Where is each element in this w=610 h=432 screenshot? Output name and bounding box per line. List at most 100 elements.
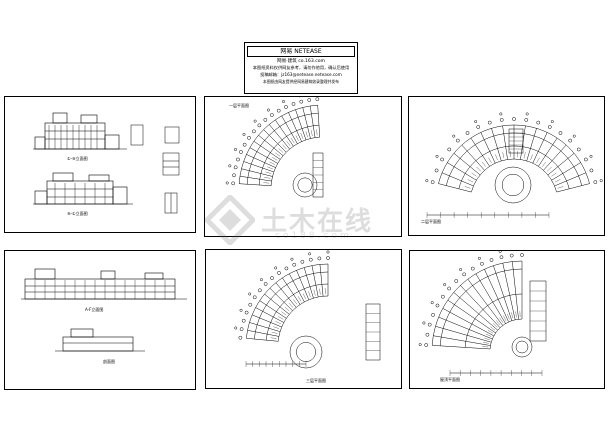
axis-bubble (248, 302, 253, 307)
axis-bubble (253, 119, 257, 123)
axis-bubble (435, 154, 439, 158)
axis-bubble (589, 168, 594, 173)
drawing-sheet-plan-1[interactable]: 一层平面图 (204, 96, 402, 237)
plan-linework (234, 250, 381, 369)
plan-linework (418, 251, 547, 376)
axis-bubble (558, 131, 563, 135)
plan-caption: 一层平面图 (229, 103, 249, 108)
axis-bubble (447, 147, 452, 152)
axis-bubble (434, 168, 439, 173)
axis-bubble (593, 180, 598, 184)
axis-bubble (489, 258, 494, 262)
axis-bubble (568, 138, 573, 143)
drawing-sheet-roof-plan[interactable]: 屋顶平面图 (409, 250, 605, 389)
elevation-building-1 (33, 112, 127, 150)
caption-2: ⑨-①立面图 (67, 210, 88, 216)
axis-bubble (550, 120, 554, 124)
axis-bubble (430, 180, 435, 184)
fan-plan-drawing (425, 112, 603, 218)
title-block-site: 网易·建筑 co.163.com (276, 59, 326, 64)
axis-bubble (270, 276, 274, 280)
axis-bubble (524, 118, 529, 122)
axis-bubble (476, 125, 481, 129)
title-block-email: 投稿邮箱：jz163@netease.netease.com (260, 72, 342, 77)
drawing-sheet-elevations-a[interactable]: ①-⑨立面图 ⑨-①立面图 (4, 96, 196, 233)
axis-bubble (498, 251, 502, 253)
axis-bubble (292, 262, 297, 267)
axis-bubble (242, 142, 247, 147)
title-block-brand: 网易 NETEASE (247, 46, 355, 57)
axis-bubble (424, 343, 429, 347)
axis-bubble (241, 318, 246, 323)
axis-bubble (242, 132, 246, 136)
axis-bubble (525, 112, 529, 116)
axis-bubble (247, 135, 251, 140)
axis-bubble (239, 150, 243, 154)
plan-caption: 屋顶平面图 (440, 377, 460, 382)
axis-bubble (239, 308, 243, 312)
axis-bubble (487, 120, 492, 125)
axis-bubble (248, 292, 252, 296)
axis-bubble (418, 343, 422, 347)
axis-bubble (454, 279, 459, 283)
axis-bubble (326, 250, 330, 254)
drawing-sheet-plan-2[interactable]: 二层平面图 (408, 96, 605, 236)
axis-bubble (499, 255, 504, 260)
axis-bubble (499, 118, 504, 122)
axis-bubble (315, 97, 320, 102)
title-block: 网易 NETEASE 网易·建筑 co.163.com 本图纸资料仅供网友参考，… (244, 42, 358, 94)
axis-bubble (238, 335, 243, 340)
axis-bubble (308, 257, 313, 262)
axis-bubble (520, 253, 524, 257)
axis-bubble (474, 120, 478, 124)
axis-bubble (462, 272, 467, 277)
fan-plan-drawing (418, 251, 547, 376)
axis-bubble (431, 313, 435, 317)
axis-bubble (276, 108, 281, 113)
axis-bubble (277, 271, 281, 275)
axis-bubble (252, 295, 257, 300)
axis-bubble (284, 105, 288, 109)
axis-bubble (443, 283, 447, 287)
axis-bubble (290, 257, 294, 261)
axis-bubble (234, 326, 238, 330)
axis-bubble (430, 301, 434, 305)
axis-bubble (422, 321, 426, 325)
drawing-sheet-plan-3[interactable]: 三层平面图 (205, 249, 402, 389)
title-block-footer: 本图纸由网友提供经网易建筑收录整理并发布 (263, 79, 339, 84)
detail-drawings (130, 124, 180, 214)
axis-bubble (284, 266, 289, 271)
axis-bubble (427, 322, 432, 327)
axis-bubble (259, 278, 263, 282)
axis-bubble (232, 173, 236, 178)
plan-linework (225, 97, 324, 198)
axis-bubble (257, 288, 262, 293)
axis-bubble (326, 256, 330, 260)
axis-bubble (282, 100, 285, 103)
plan-caption: 二层平面图 (421, 219, 441, 224)
axis-bubble (447, 286, 451, 291)
drawing-sheet-elevations-b[interactable]: A-F立面图 剖面图 (4, 250, 196, 390)
axis-bubble (435, 303, 440, 308)
axis-bubble (452, 134, 456, 138)
plan-linework (425, 112, 603, 218)
axis-bubble (480, 261, 484, 266)
axis-bubble (291, 102, 296, 106)
axis-bubble (576, 147, 581, 152)
axis-bubble (269, 113, 274, 117)
axis-bubble (584, 157, 588, 162)
axis-bubble (477, 256, 481, 260)
axis-bubble (308, 252, 312, 256)
axis-bubble (257, 123, 262, 128)
axis-bubble (225, 181, 229, 185)
axis-bubble (440, 157, 444, 162)
elevation-building-2 (33, 172, 133, 205)
axis-bubble (228, 164, 232, 168)
section-drawing (55, 328, 145, 352)
plan-caption: 三层平面图 (306, 378, 326, 383)
elevation-long (21, 268, 187, 300)
axis-bubble (465, 131, 470, 135)
axis-bubble (317, 256, 322, 261)
axis-bubble (440, 294, 445, 299)
axis-bubble (470, 266, 475, 271)
